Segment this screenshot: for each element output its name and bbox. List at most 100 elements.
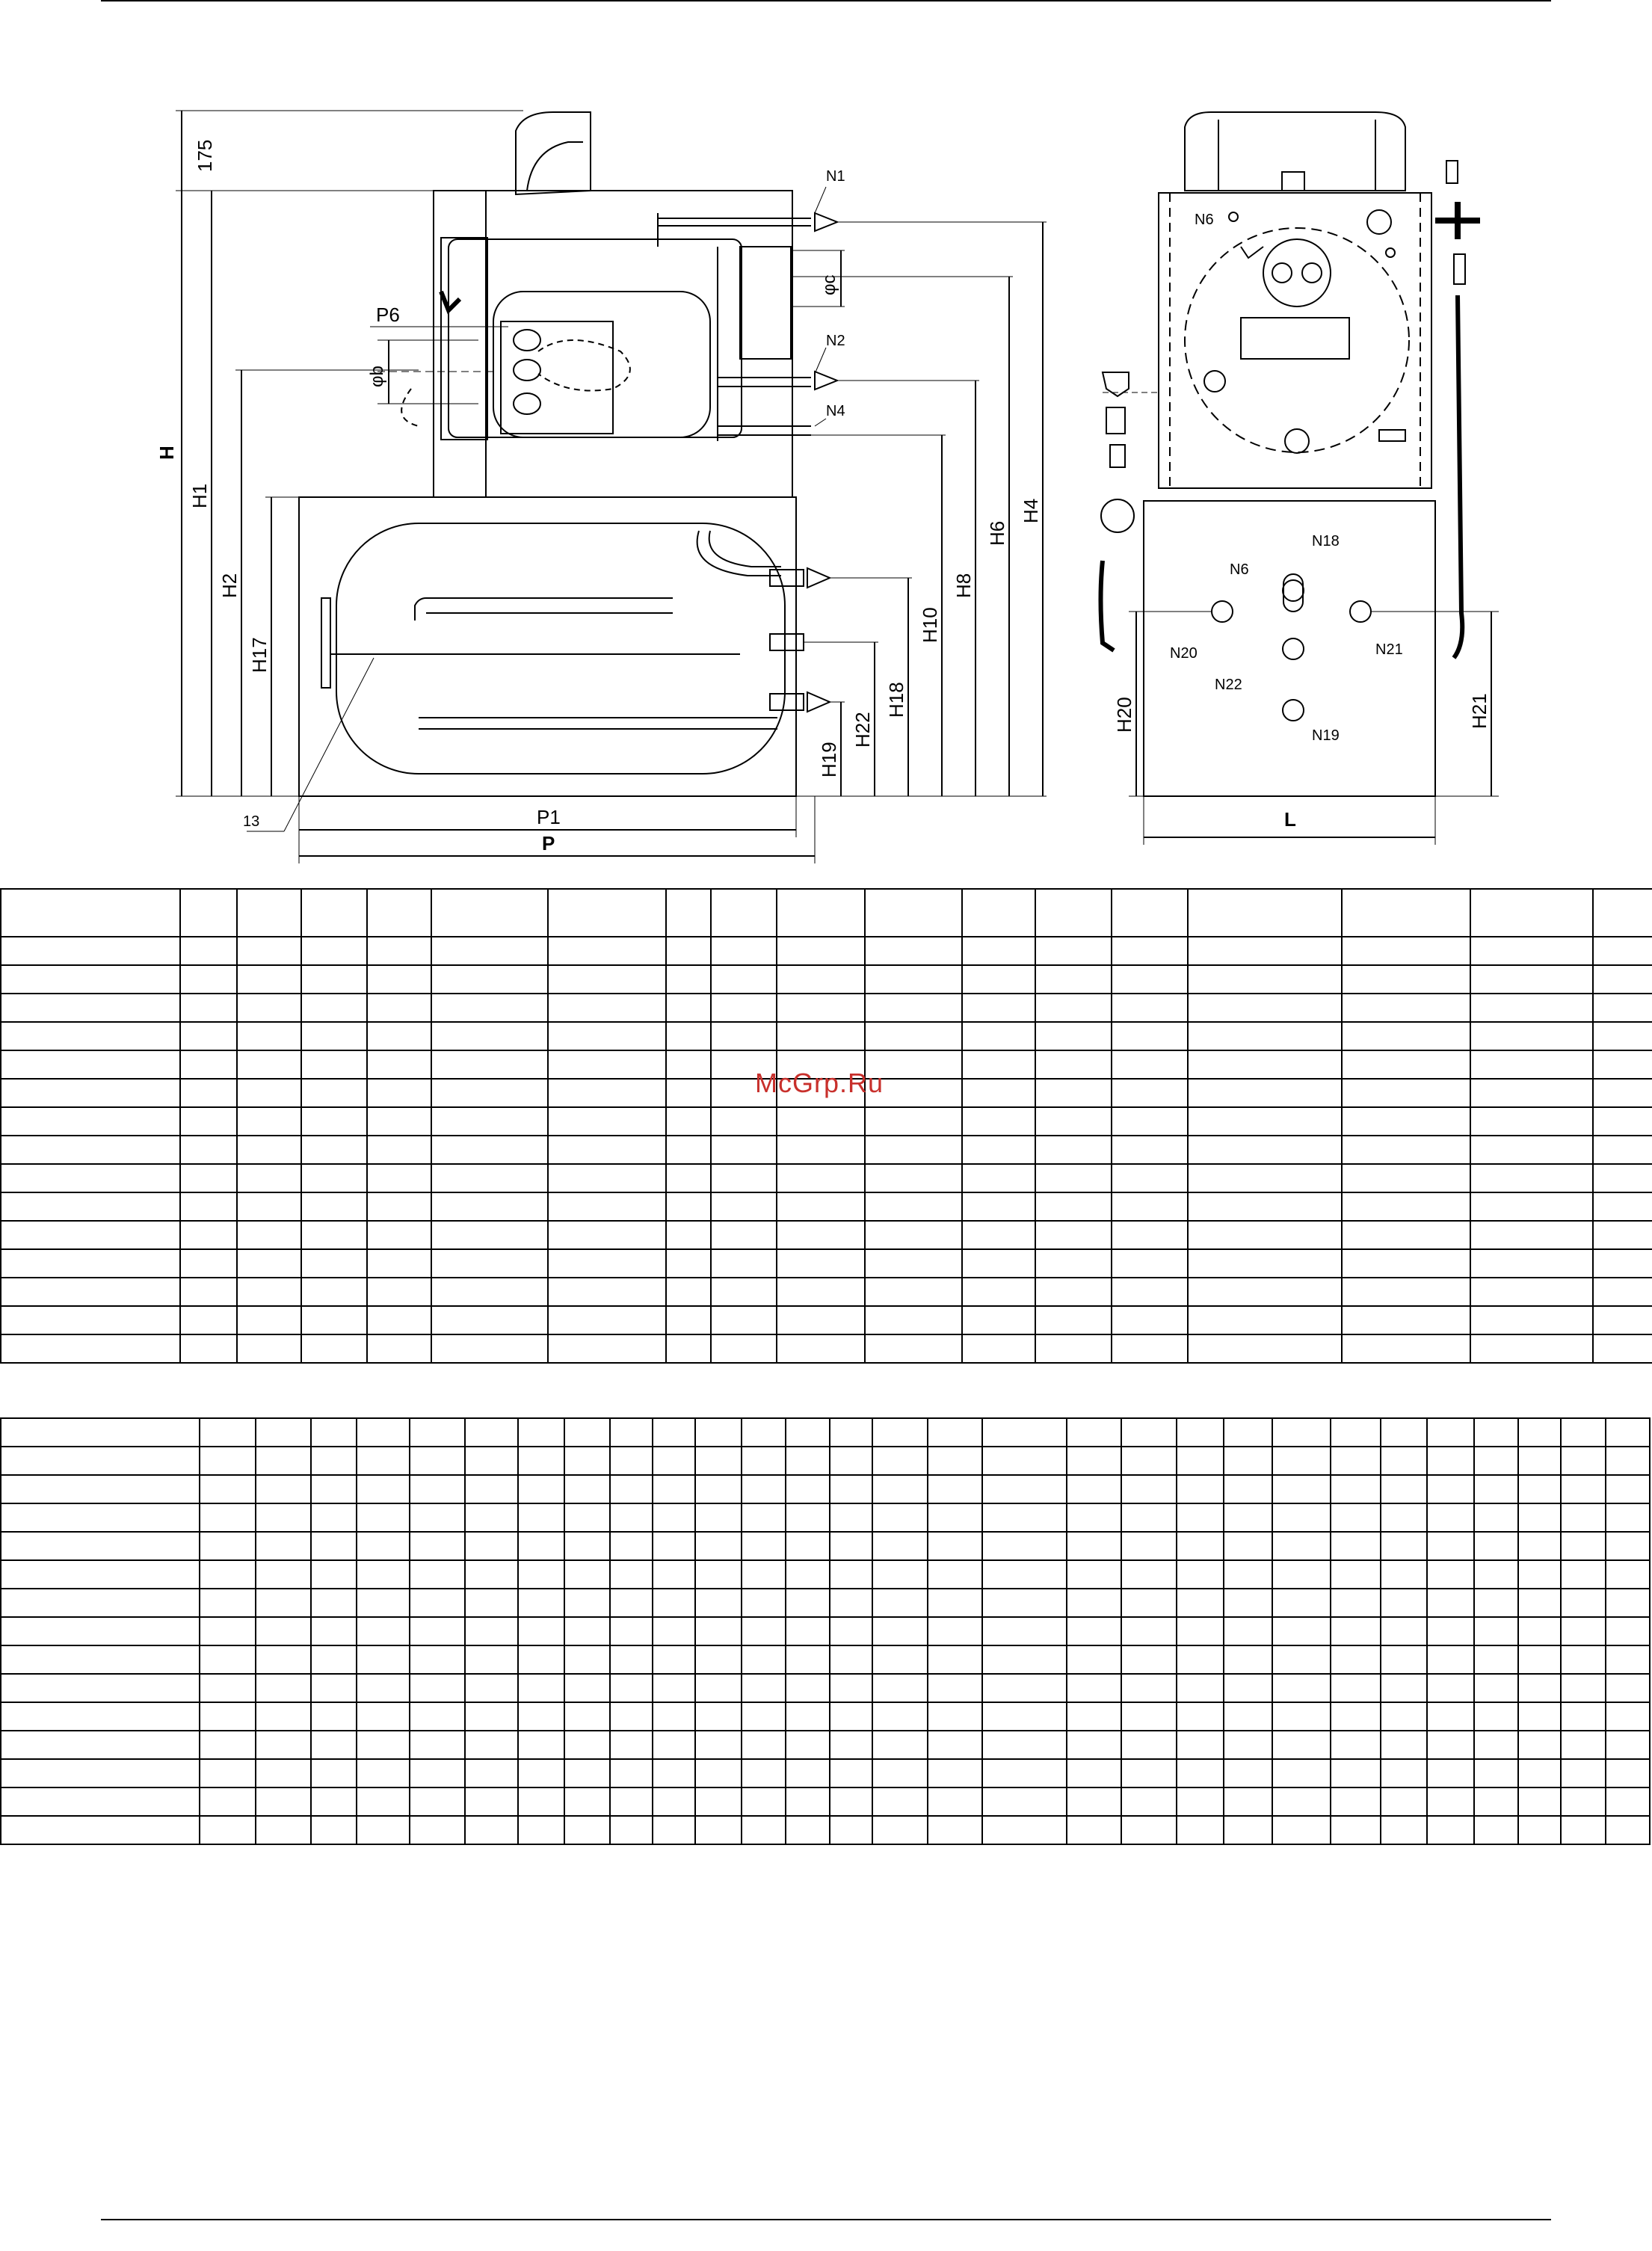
table-cell (0, 1559, 200, 1589)
table-cell (255, 1673, 312, 1703)
table-cell (236, 1135, 302, 1165)
table-cell (665, 936, 712, 966)
table-cell (179, 888, 238, 937)
table-cell (1175, 1559, 1224, 1589)
table-cell (864, 1277, 963, 1307)
table-cell (961, 1078, 1036, 1108)
table-cell (652, 1559, 697, 1589)
table-cell (547, 964, 667, 994)
table-cell (1592, 993, 1652, 1023)
table-cell (1560, 1730, 1606, 1760)
table-cell (1560, 1559, 1606, 1589)
table-cell (652, 1616, 697, 1646)
table-cell (1426, 1559, 1475, 1589)
label-N4: N4 (826, 403, 845, 419)
table-cell (517, 1787, 565, 1817)
table-cell (1470, 1050, 1594, 1080)
table-cell (1272, 1645, 1331, 1675)
table-cell (694, 1446, 742, 1476)
table-cell (981, 1559, 1067, 1589)
table-cell (355, 1616, 411, 1646)
table-cell (1175, 1702, 1224, 1731)
table-cell (776, 1050, 866, 1080)
table-cell (1111, 1305, 1189, 1335)
table-cell (1111, 1078, 1189, 1108)
table-cell (710, 1078, 777, 1108)
table-cell (710, 1163, 777, 1193)
table-cell (784, 1531, 831, 1561)
table-cell (784, 1588, 831, 1618)
table-cell (463, 1815, 520, 1845)
table-cell (309, 1417, 357, 1447)
table-cell (1604, 1531, 1651, 1561)
table-cell (1187, 1135, 1343, 1165)
table-cell (1592, 1192, 1652, 1222)
table-cell (710, 993, 777, 1023)
table-cell (1175, 1503, 1224, 1533)
table-cell (1560, 1758, 1606, 1788)
table-row (0, 1730, 1651, 1760)
table-cell (366, 1135, 432, 1165)
table-cell (1187, 1192, 1343, 1222)
table-cell (665, 888, 712, 937)
table-cell (1473, 1531, 1520, 1561)
table-cell (355, 1559, 411, 1589)
table-cell (1604, 1645, 1651, 1675)
table-cell (776, 1163, 866, 1193)
table-cell (1517, 1645, 1562, 1675)
table-row (0, 1673, 1651, 1703)
table-cell (309, 1588, 357, 1618)
table-cell (431, 1192, 549, 1222)
table-cell (409, 1474, 466, 1504)
table-cell (255, 1446, 312, 1476)
table-cell (179, 1163, 238, 1193)
table-cell (563, 1417, 611, 1447)
table-cell (872, 1503, 928, 1533)
table-cell (1329, 1673, 1382, 1703)
table-cell (694, 1645, 742, 1675)
table-cell (926, 1474, 984, 1504)
table-cell (864, 936, 963, 966)
table-cell (829, 1417, 874, 1447)
table-cell (1035, 993, 1112, 1023)
table-cell (517, 1616, 565, 1646)
table-cell (179, 1050, 238, 1080)
table-cell (255, 1531, 312, 1561)
table-cell (517, 1645, 565, 1675)
table-cell (0, 1050, 181, 1080)
table-cell (926, 1673, 984, 1703)
label-N20: N20 (1170, 645, 1198, 662)
table-cell (1121, 1758, 1177, 1788)
table-cell (776, 1078, 866, 1108)
table-cell (309, 1815, 357, 1845)
table-cell (652, 1730, 697, 1760)
table-cell (652, 1588, 697, 1618)
table-cell (198, 1417, 257, 1447)
table-cell (1604, 1758, 1651, 1788)
table-cell (926, 1815, 984, 1845)
table-cell (652, 1815, 697, 1845)
table-cell (1426, 1531, 1475, 1561)
table-cell (198, 1702, 257, 1731)
table-cell (784, 1616, 831, 1646)
table-cell (1035, 1078, 1112, 1108)
table-cell (309, 1616, 357, 1646)
table-cell (784, 1559, 831, 1589)
table-cell (665, 993, 712, 1023)
table-cell (1517, 1787, 1562, 1817)
table-cell (547, 1220, 667, 1250)
table-cell (1035, 936, 1112, 966)
watermark: McGrp.Ru (755, 1068, 884, 1098)
table-cell (431, 1334, 549, 1364)
table-cell (517, 1446, 565, 1476)
table-cell (309, 1474, 357, 1504)
dim-H1: H1 (188, 484, 211, 508)
table-cell (1065, 1446, 1123, 1476)
table-cell (1470, 1220, 1594, 1250)
table-cell (864, 1163, 963, 1193)
table-cell (776, 1106, 866, 1136)
table-cell (355, 1503, 411, 1533)
table-cell (1272, 1758, 1331, 1788)
table-cell (1187, 1106, 1343, 1136)
table-cell (926, 1758, 984, 1788)
